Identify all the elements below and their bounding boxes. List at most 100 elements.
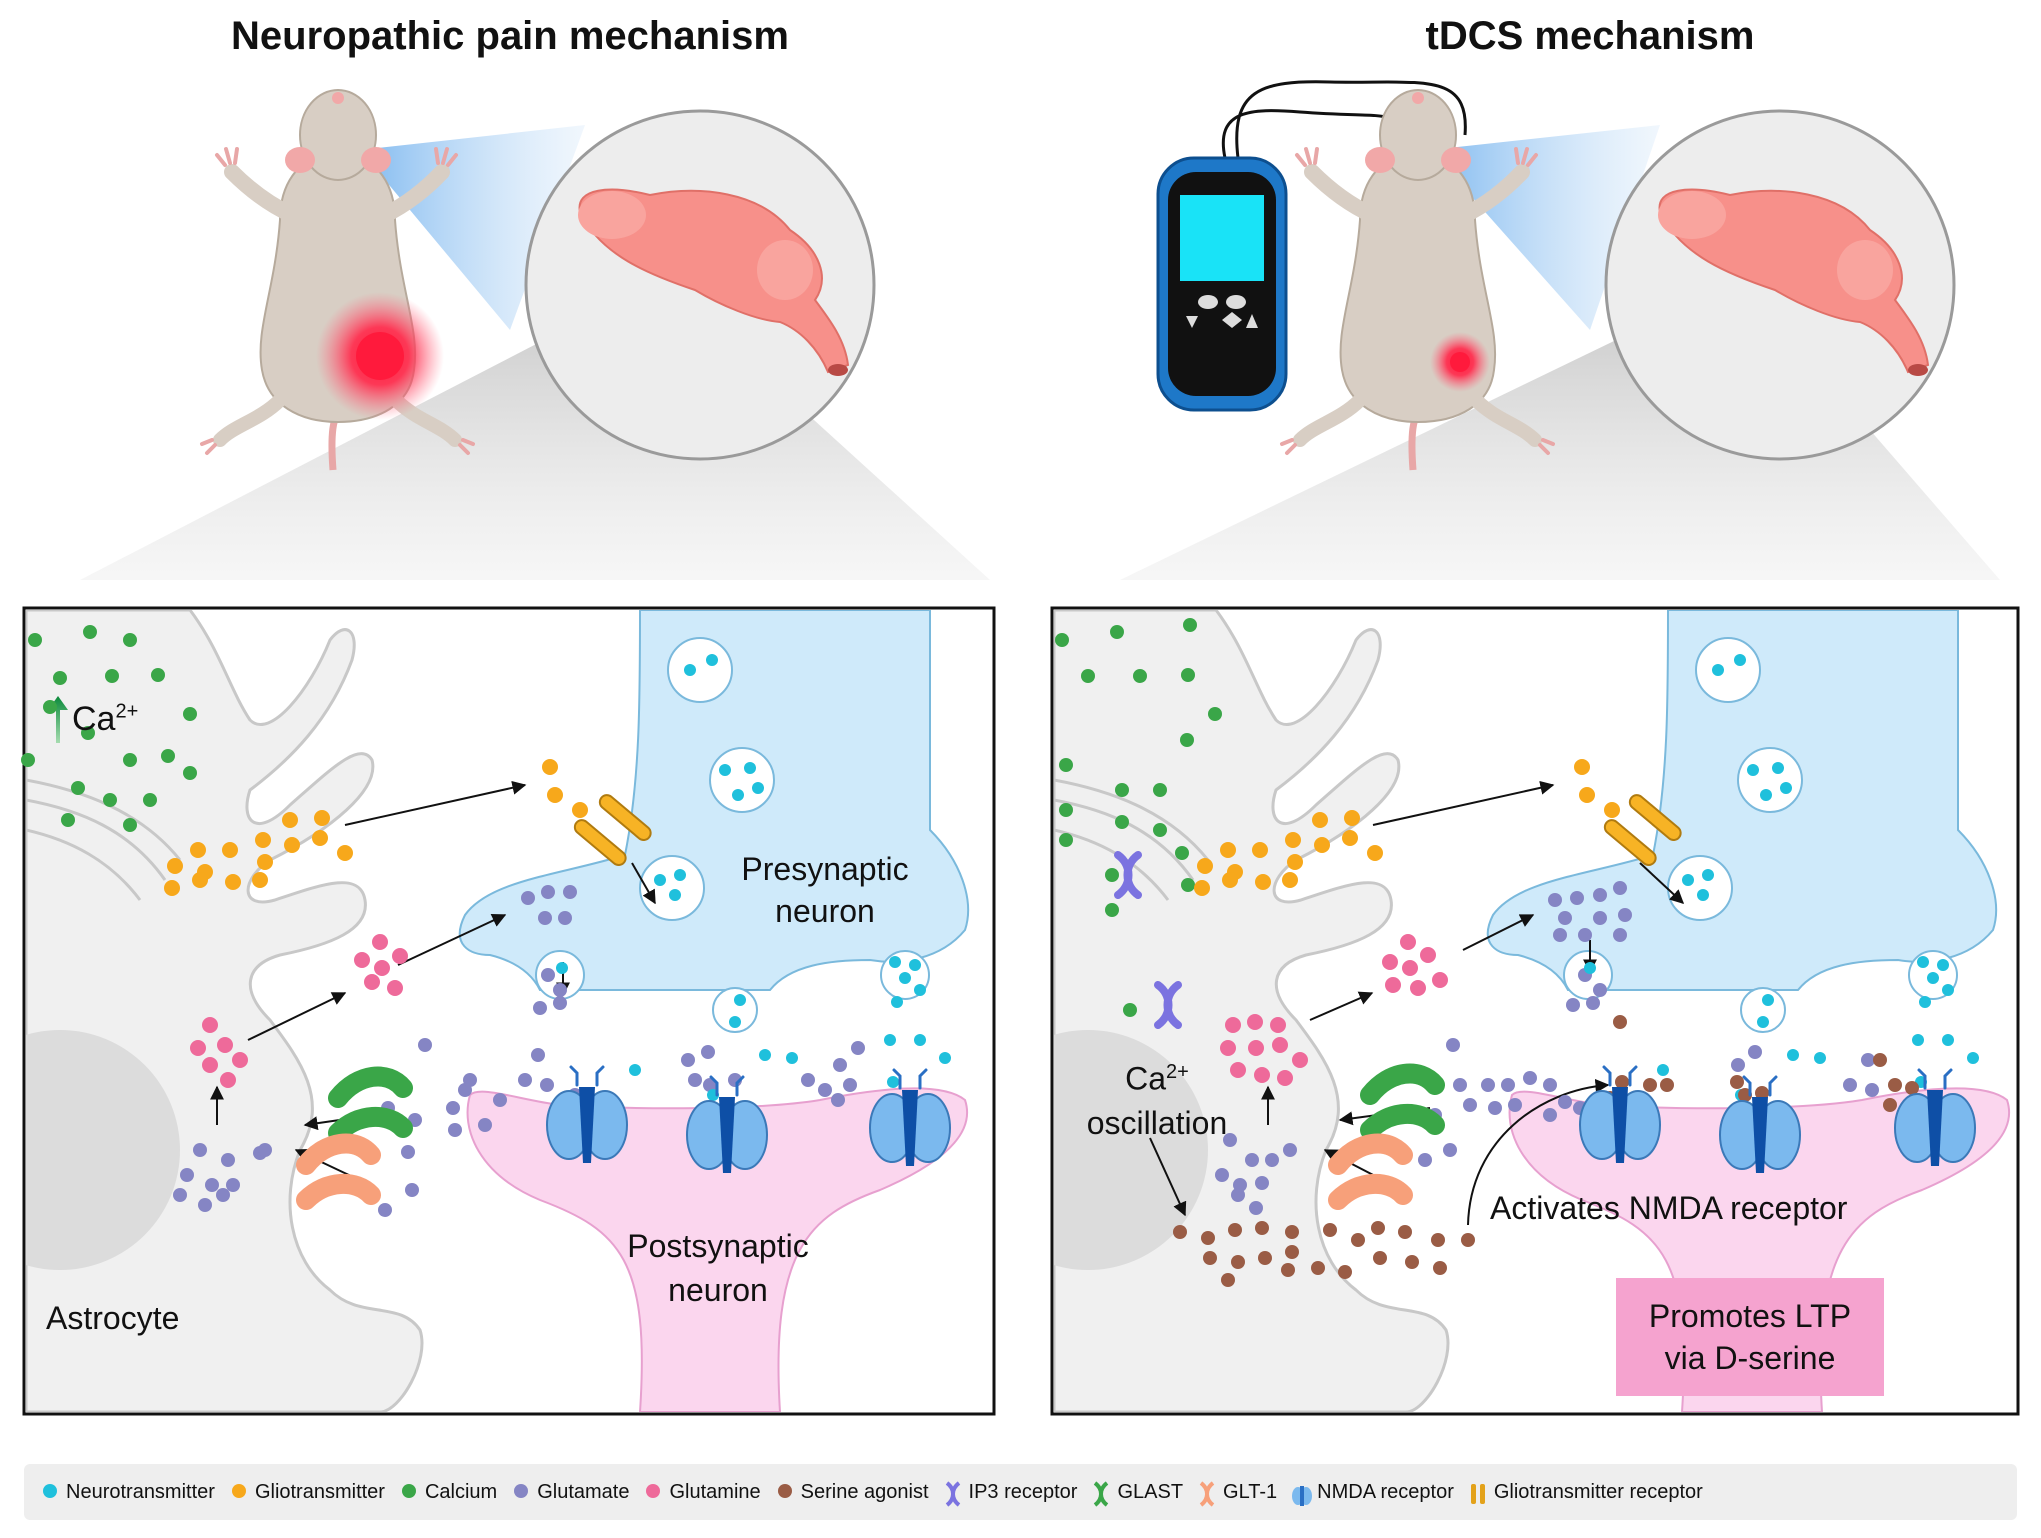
gliotransmitter-particle (190, 842, 206, 858)
neurotransmitter-particle (669, 889, 681, 901)
glutamine-particle (1420, 947, 1436, 963)
calcium-particle (123, 818, 137, 832)
legend-item: NMDA receptor (1291, 1481, 1454, 1506)
gliotransmitter-particle (282, 812, 298, 828)
serine-agonist-particle (1338, 1265, 1352, 1279)
neurotransmitter-particle (1814, 1052, 1826, 1064)
neurotransmitter-particle (759, 1049, 771, 1061)
glutamate-particle (378, 1203, 392, 1217)
calcium-increase-label: Ca2+ (72, 700, 139, 738)
glast-icon (1091, 1481, 1111, 1507)
nmda-receptor-icon (546, 1065, 628, 1163)
gliotransmitter-receptor-icon (1603, 794, 1682, 866)
glutamate-particle (448, 1123, 462, 1137)
postsynaptic-neuron (466, 1087, 969, 1412)
serine-agonist-particle (1201, 1231, 1215, 1245)
neurotransmitter-particle (1780, 782, 1792, 794)
calcium-particle (71, 781, 85, 795)
glutamine-particle (364, 974, 380, 990)
glutamate-particle (833, 1058, 847, 1072)
calcium-particle (1081, 669, 1095, 683)
glutamate-particle (553, 983, 567, 997)
glutamine-particle (372, 934, 388, 950)
glutamate-particle (1843, 1078, 1857, 1092)
calcium-particle (123, 633, 137, 647)
calcium-particle (1105, 868, 1119, 882)
serine-agonist-particle (1371, 1221, 1385, 1235)
serine-agonist-particle (1643, 1078, 1657, 1092)
serine-agonist-particle (1888, 1078, 1902, 1092)
neurotransmitter-particle (1760, 789, 1772, 801)
glutamine-particle (1277, 1070, 1293, 1086)
serine-agonist-particle (1461, 1233, 1475, 1247)
glutamine-particle (190, 1040, 206, 1056)
glutamine-particle (1385, 977, 1401, 993)
left-synapse-panel (22, 606, 996, 1416)
calcium-particle (28, 633, 42, 647)
neurotransmitter-particle (1697, 889, 1709, 901)
gliotransmitter-particle (192, 872, 208, 888)
neurotransmitter-particle (1942, 1034, 1954, 1046)
dot-icon (399, 1481, 419, 1503)
calcium-particle (1110, 625, 1124, 639)
calcium-particle (103, 793, 117, 807)
legend-item: Gliotransmitter (229, 1481, 385, 1504)
left-zoom-cone (80, 280, 990, 580)
calcium-particle (123, 753, 137, 767)
glutamate-particle (405, 1183, 419, 1197)
glutamate-particle (1283, 1143, 1297, 1157)
glutamate-particle (851, 1041, 865, 1055)
glutamate-particle (1586, 996, 1600, 1010)
neurotransmitter-particle (734, 994, 746, 1006)
neurotransmitter-particle (706, 654, 718, 666)
calcium-particle (1115, 815, 1129, 829)
astrocyte-nucleus (26, 1030, 180, 1270)
gliotransmitter-particle (1344, 810, 1360, 826)
glutamate-particle (1249, 1201, 1263, 1215)
glutamine-particle (202, 1057, 218, 1073)
serine-agonist-particle (1398, 1225, 1412, 1239)
glutamate-particle (1223, 1133, 1237, 1147)
glutamate-particle (518, 1073, 532, 1087)
glutamate-particle (1548, 893, 1562, 907)
serine-agonist-particle (1285, 1225, 1299, 1239)
gliotransmitter-particle (255, 832, 271, 848)
glutamate-particle (1481, 1078, 1495, 1092)
glutamate-particle (1418, 1153, 1432, 1167)
glutamine-particle (202, 1017, 218, 1033)
neurotransmitter-particle (674, 869, 686, 881)
glt1-transporter-icon (1328, 1133, 1413, 1210)
neurotransmitter-particle (1787, 1049, 1799, 1061)
glutamate-particle (446, 1101, 460, 1115)
calcium-particle (43, 700, 57, 714)
calcium-particle (1208, 707, 1222, 721)
glutamine-particle (1270, 1017, 1286, 1033)
neurotransmitter-particle (744, 762, 756, 774)
glutamate-particle (1558, 1095, 1572, 1109)
gliotransmitter-particle (1220, 842, 1236, 858)
glutamate-particle (1446, 1038, 1460, 1052)
legend-label: Serine agonist (800, 1480, 929, 1503)
dot-icon (775, 1481, 795, 1503)
calcium-particle (1153, 823, 1167, 837)
legend-label: GLT-1 (1223, 1480, 1278, 1503)
glutamate-particle (1861, 1053, 1875, 1067)
left-top-illustration (80, 89, 990, 580)
calcium-particle (1059, 758, 1073, 772)
gliotransmitter-particle (1604, 802, 1620, 818)
neurotransmitter-particle (1657, 1064, 1669, 1076)
calcium-particle (1105, 903, 1119, 917)
neurotransmitter-particle (914, 1034, 926, 1046)
calcium-particle (1059, 803, 1073, 817)
serine-agonist-particle (1228, 1223, 1242, 1237)
glutamate-particle (1215, 1168, 1229, 1182)
neurotransmitter-particle (1967, 1052, 1979, 1064)
glutamate-particle (1593, 983, 1607, 997)
neurotransmitter-particle (1772, 762, 1784, 774)
glutamate-particle (1865, 1083, 1879, 1097)
serine-agonist-particle (1281, 1263, 1295, 1277)
legend-item: Calcium (399, 1481, 497, 1504)
